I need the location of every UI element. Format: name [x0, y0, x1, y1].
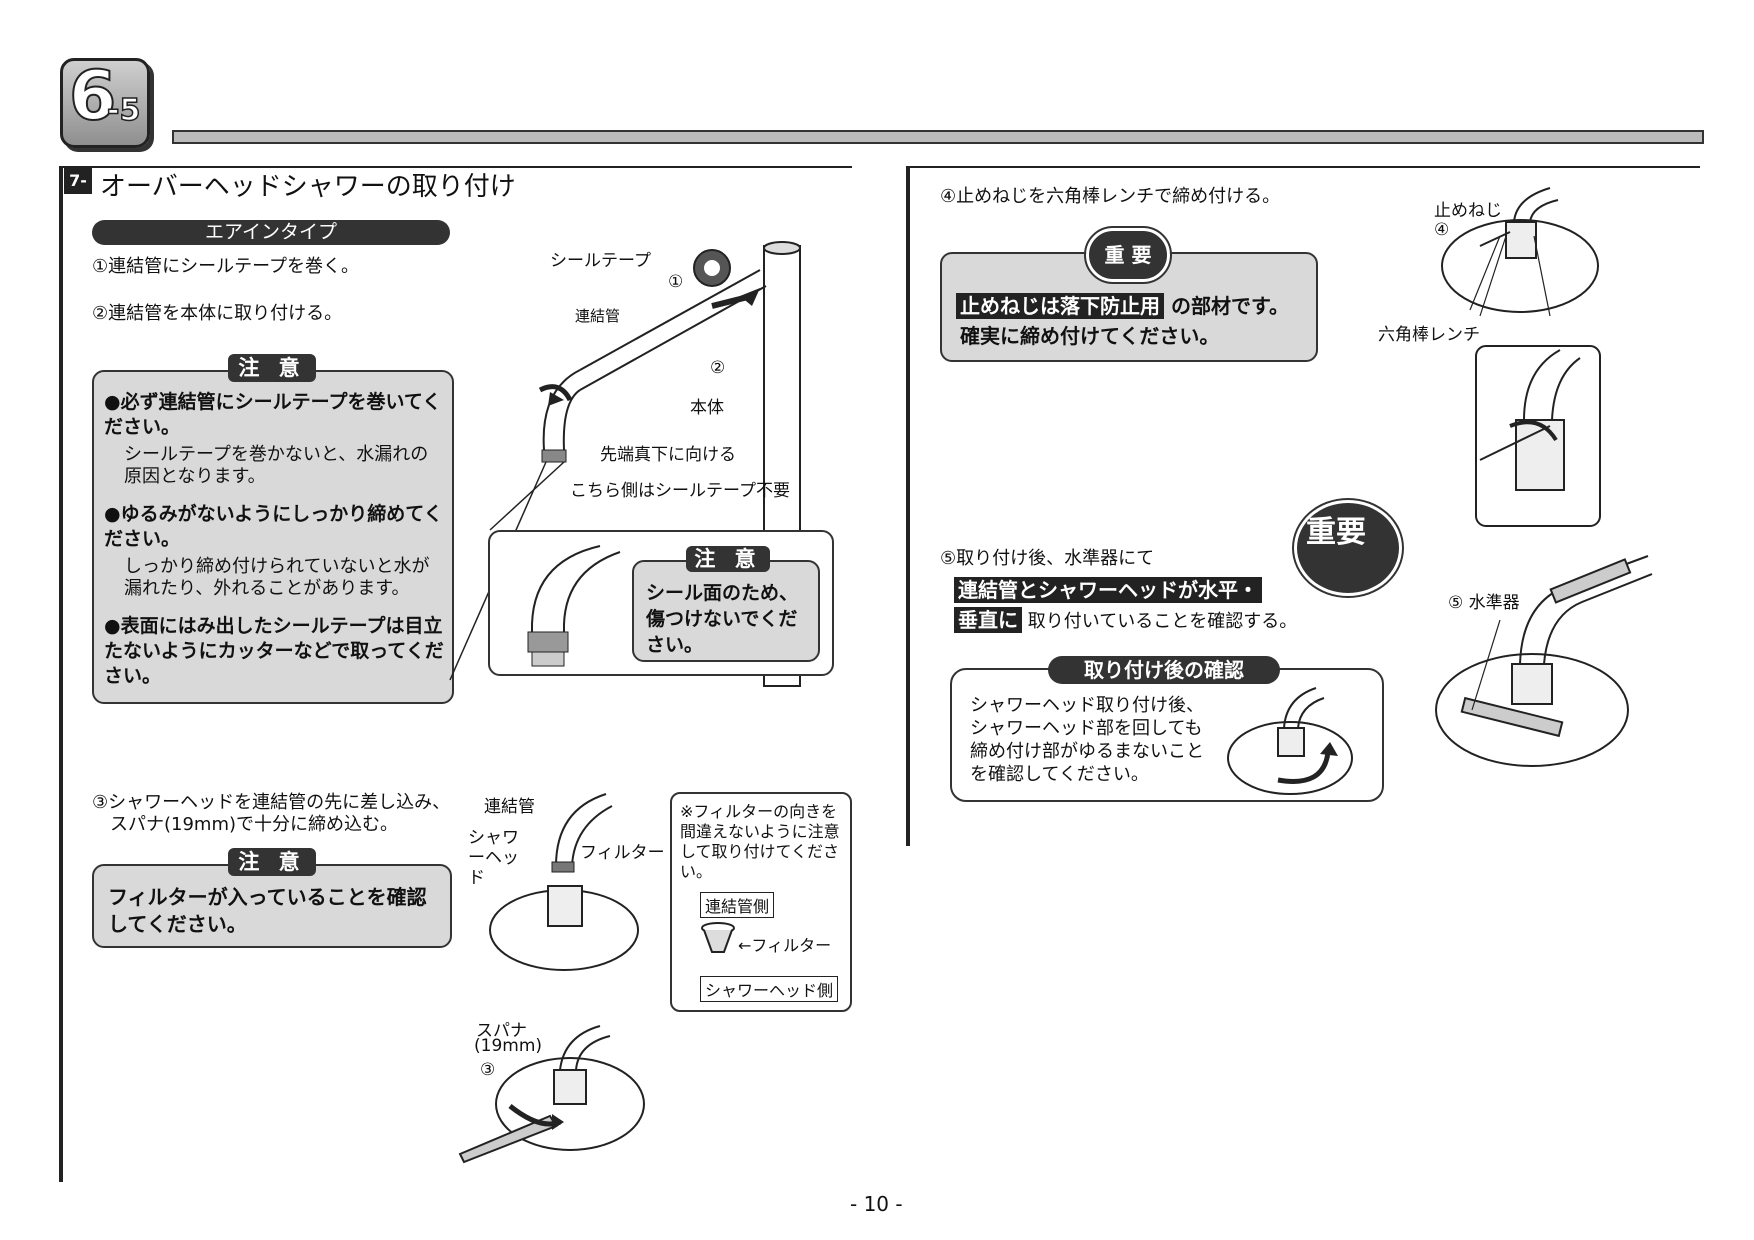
shower-head-illustration: [489, 793, 639, 971]
step2-text: ②連結管を本体に取り付ける。: [92, 303, 343, 324]
callout-3-label: ③: [480, 1060, 496, 1080]
rotate-head-illustration: [1227, 687, 1353, 795]
caution-item-1: ●必ず連結管にシールテープを巻いてください。 シールテープを巻かないと、水漏れの…: [104, 390, 444, 488]
caution-tag: 注 意: [228, 848, 316, 876]
level-gauge-label: ⑤ 水準器: [1448, 593, 1520, 613]
left-vertical-rule: [59, 166, 63, 1182]
page-number: - 10 -: [850, 1192, 903, 1216]
pipe-label: 連結管: [575, 307, 621, 325]
seal-surface-callout: 注 意 シール面のため、傷つけないでください。: [488, 530, 834, 676]
step4-text: ④止めねじを六角棒レンチで締め付ける。: [940, 186, 1281, 207]
level-check-illustration: [1435, 555, 1653, 767]
step3-line2: スパナ(19mm)で十分に締め込む。: [110, 814, 399, 835]
pipe-label-2: 連結管: [484, 797, 535, 817]
caution-item-2: ●ゆるみがないようにしっかり締めてください。 しっかり締め付けられていないと水が…: [104, 502, 444, 600]
callout-1-label: ①: [668, 272, 684, 292]
filter-note-text: ※フィルターの向きを間違えないように注意して取り付けてください。: [680, 802, 840, 881]
caution-text: フィルターが入っていることを確認してください。: [108, 885, 427, 936]
section-subnumber: -5: [106, 92, 141, 129]
important-line-2: 確実に締め付けてください。: [960, 324, 1220, 348]
caution-tag: 注 意: [686, 546, 770, 572]
no-tape-label: こちら側はシールテープ不要: [570, 481, 790, 501]
left-top-rule: [60, 166, 852, 168]
important-line-1-tail: の部材です。: [1170, 294, 1289, 318]
check-tag: 取り付け後の確認: [1048, 656, 1280, 684]
step3-line1: ③シャワーヘッドを連結管の先に差し込み、: [92, 792, 451, 813]
shower-head-label: シャワーヘッド: [468, 828, 519, 888]
spanner-illustration: [458, 1025, 645, 1164]
head-side-label: シャワーヘッド側: [700, 976, 839, 1002]
body-label: 本体: [690, 398, 724, 418]
callout-4-label: ④: [1434, 220, 1450, 240]
caution-box-2: 注 意 フィルターが入っていることを確認してください。: [92, 848, 452, 948]
caution-item-head: ●表面にはみ出したシールテープは目立たないようにカッターなどで取ってください。: [104, 615, 444, 687]
important-line-1: 止めねじは落下防止用 の部材です。: [956, 290, 1289, 319]
post-install-check-box: 取り付け後の確認 シャワーヘッド取り付け後、シャワーヘッド部を回しても締め付け部…: [950, 656, 1384, 802]
filter-label-2: ←フィルター: [738, 936, 832, 955]
header-bar: [172, 130, 1704, 144]
pipe-side-label: 連結管側: [700, 892, 775, 918]
filter-note-box: ※フィルターの向きを間違えないように注意して取り付けてください。 連結管側 ←フ…: [670, 792, 852, 1012]
level-line-2-tail: 取り付いていることを確認する。: [1027, 611, 1298, 632]
spanner-size-label: (19mm): [474, 1036, 543, 1056]
important-highlight: 止めねじは落下防止用: [956, 293, 1164, 319]
caution-item-body: しっかり締め付けられていないと水が漏れたり、外れることがあります。: [124, 556, 430, 599]
important-tag: 重 要: [1084, 226, 1172, 284]
caution-item-head: ●ゆるみがないようにしっかり締めてください。: [104, 503, 443, 550]
tip-down-label: 先端真下に向ける: [600, 445, 736, 465]
caution-text: シール面のため、傷つけないでください。: [646, 582, 799, 656]
check-text: シャワーヘッド取り付け後、シャワーヘッド部を回しても締め付け部がゆるまないことを…: [970, 695, 1204, 785]
hex-wrench-label: 六角棒レンチ: [1378, 325, 1480, 345]
right-top-rule: [908, 166, 1700, 168]
important-badge-large: [1292, 498, 1404, 598]
step1-text: ①連結管にシールテープを巻く。: [92, 256, 360, 277]
important-box-1: 重 要 止めねじは落下防止用 の部材です。 確実に締め付けてください。: [940, 226, 1318, 362]
spanner-label: スパナ: [476, 1021, 527, 1041]
level-highlight-1: 連結管とシャワーヘッドが水平・: [954, 577, 1262, 603]
type-pill: エアインタイプ: [92, 220, 450, 245]
set-screw-illustration: [1441, 187, 1601, 527]
set-screw-label: 止めねじ: [1434, 201, 1502, 221]
section-number: 6: [68, 56, 117, 137]
callout-2-label: ②: [710, 358, 726, 378]
pipe-tip-detail: [527, 545, 621, 667]
caution-item-body: シールテープを巻かないと、水漏れの原因となります。: [124, 444, 429, 487]
caution-item-head: ●必ず連結管にシールテープを巻いてください。: [104, 391, 442, 438]
seal-tape-label: シールテープ: [550, 251, 651, 271]
page-title: オーバーヘッドシャワーの取り付け: [100, 172, 516, 202]
caution-box-seal: 注 意 シール面のため、傷つけないでください。: [632, 546, 820, 662]
level-highlight-2: 垂直に: [954, 607, 1022, 633]
filter-icon: [701, 922, 735, 953]
caution-box-1: 注 意 ●必ず連結管にシールテープを巻いてください。 シールテープを巻かないと、…: [92, 354, 454, 704]
subsection-badge: 7-1: [64, 168, 92, 216]
right-vertical-rule: [906, 166, 910, 846]
caution-item-3: ●表面にはみ出したシールテープは目立たないようにカッターなどで取ってください。: [104, 614, 444, 689]
level-line-1: 連結管とシャワーヘッドが水平・: [954, 574, 1262, 603]
important-badge-text: 重要: [1306, 515, 1366, 550]
level-line-2: 垂直に 取り付いていることを確認する。: [954, 604, 1297, 633]
step5-text: ⑤取り付け後、水準器にて: [940, 548, 1155, 569]
section-badge: 6 -5: [60, 56, 150, 148]
caution-tag: 注 意: [228, 354, 316, 382]
filter-label: フィルター: [580, 843, 665, 863]
